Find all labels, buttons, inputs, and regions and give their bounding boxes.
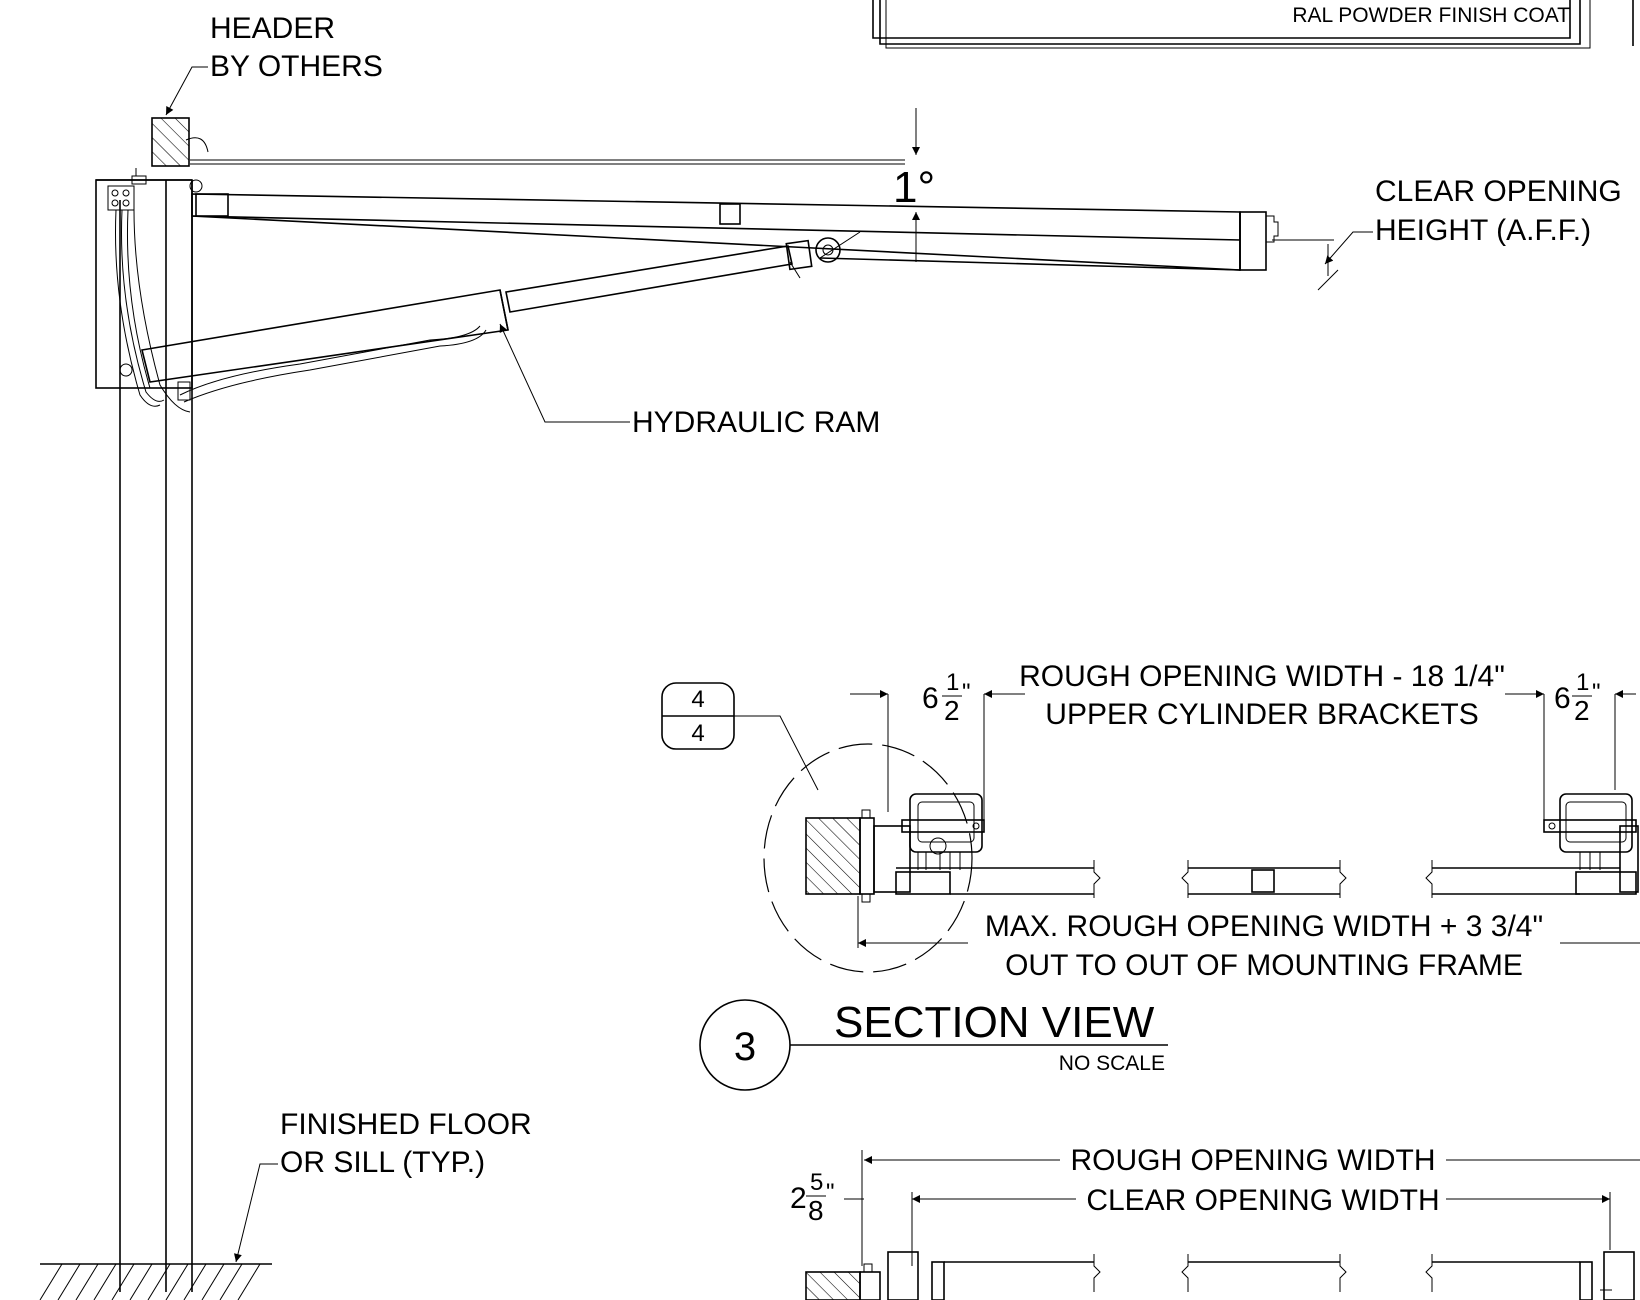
dim-bottom-num: 5 xyxy=(810,1169,823,1196)
section-plan-upper xyxy=(805,694,1639,948)
max-rough-line1: MAX. ROUGH OPENING WIDTH + 3 3/4" xyxy=(985,910,1543,943)
section-number: 3 xyxy=(734,1025,756,1069)
section-name: SECTION VIEW xyxy=(834,998,1155,1047)
dim-left-inch: " xyxy=(962,679,971,706)
dim-left-den: 2 xyxy=(944,695,960,726)
section-scale: NO SCALE xyxy=(1059,1052,1165,1075)
hydraulic-ram-note: HYDRAULIC RAM xyxy=(499,323,880,439)
clear-opening-height-line1: CLEAR OPENING xyxy=(1375,175,1622,208)
rough-opening-line1: ROUGH OPENING WIDTH - 18 1/4" xyxy=(1019,660,1505,693)
floor-hatch xyxy=(39,1263,272,1300)
detail-callout[interactable]: 4 4 xyxy=(661,682,973,973)
clear-opening-height-line2: HEIGHT (A.F.F.) xyxy=(1375,214,1591,247)
rough-opening-width-label: ROUGH OPENING WIDTH xyxy=(1071,1144,1436,1177)
max-rough-line2: OUT TO OUT OF MOUNTING FRAME xyxy=(1005,949,1523,982)
header-note-line2: BY OTHERS xyxy=(210,50,383,83)
finish-coat-label: RAL POWDER FINISH COAT xyxy=(1292,4,1570,27)
dim-right-num: 1 xyxy=(1576,669,1589,696)
clear-opening-width-label: CLEAR OPENING WIDTH xyxy=(1086,1184,1439,1217)
dim-right-den: 2 xyxy=(1574,695,1590,726)
max-rough-opening-dimension: MAX. ROUGH OPENING WIDTH + 3 3/4" OUT TO… xyxy=(858,910,1640,982)
dim-bottom-inch: " xyxy=(826,1179,835,1206)
hydraulic-ram-label: HYDRAULIC RAM xyxy=(632,406,880,439)
dim-bottom-whole: 2 xyxy=(790,1182,807,1215)
clear-opening-height-note: CLEAR OPENING HEIGHT (A.F.F.) xyxy=(1272,175,1622,291)
dim-right-inch: " xyxy=(1592,679,1601,706)
finished-floor-line1: FINISHED FLOOR xyxy=(280,1108,532,1141)
detail-callout-top: 4 xyxy=(691,686,704,713)
header-note-line1: HEADER xyxy=(210,12,335,45)
title-block: RAL POWDER FINISH COAT xyxy=(872,0,1634,49)
section-plan-lower: ROUGH OPENING WIDTH CLEAR OPENING WIDTH … xyxy=(790,1144,1640,1300)
finished-floor-note: FINISHED FLOOR OR SILL (TYP.) xyxy=(234,1108,532,1263)
dim-right-whole: 6 xyxy=(1554,682,1571,715)
hydraulic-ram xyxy=(141,237,841,403)
upper-arm xyxy=(190,159,1279,271)
angle-label: 1° xyxy=(893,163,935,212)
dim-bottom-den: 8 xyxy=(808,1195,824,1226)
dim-left-num: 1 xyxy=(946,669,959,696)
header-note: HEADER BY OTHERS xyxy=(165,12,383,116)
section-title: 3 SECTION VIEW NO SCALE xyxy=(699,998,1168,1091)
angle-dimension: 1° xyxy=(893,108,935,262)
finished-floor-line2: OR SILL (TYP.) xyxy=(280,1146,485,1179)
support-post xyxy=(95,168,203,1292)
header-block xyxy=(151,117,190,167)
upper-bracket-dimensions: 6 1 2 " 6 1 2 " ROUGH OPENING WIDTH - 18… xyxy=(850,660,1636,731)
rough-opening-line2: UPPER CYLINDER BRACKETS xyxy=(1045,698,1478,731)
dim-left-whole: 6 xyxy=(922,682,939,715)
detail-callout-bottom: 4 xyxy=(691,720,704,747)
